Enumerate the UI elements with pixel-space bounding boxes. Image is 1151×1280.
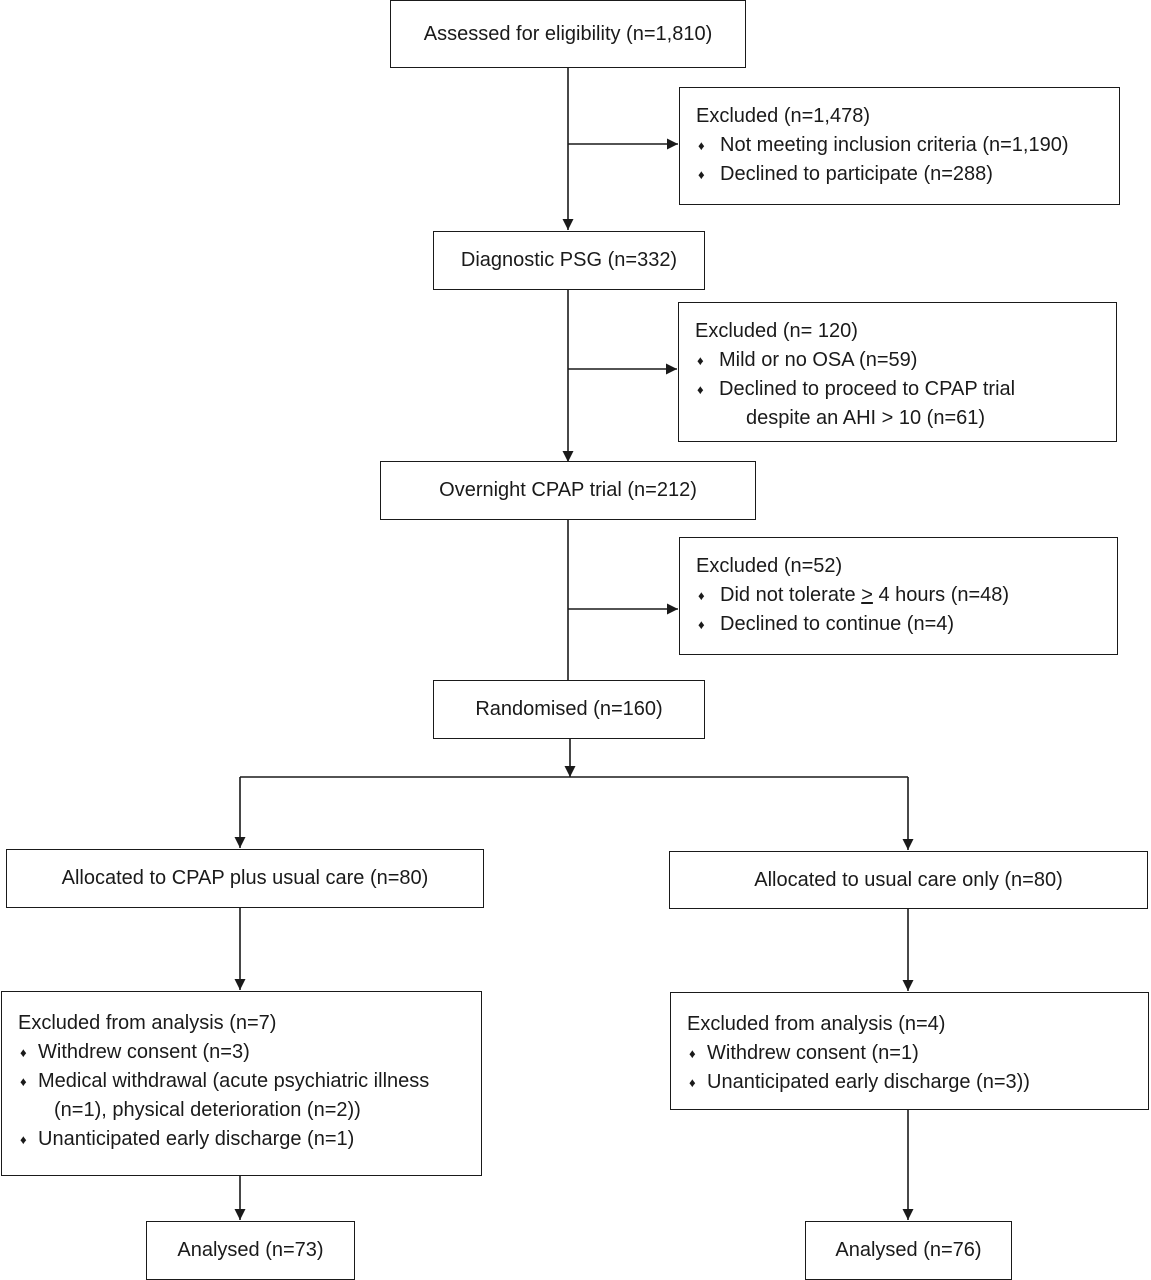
excluded2-title: Excluded (n= 120) [695, 320, 858, 342]
excluded3-item1-pre: Did not tolerate [720, 584, 862, 606]
left-allocated-box: Allocated to CPAP plus usual care (n=80) [6, 849, 484, 908]
excluded3-item: Declined to continue (n=4) [696, 610, 1117, 639]
psg-label: Diagnostic PSG (n=332) [460, 249, 678, 271]
excluded3-box: Excluded (n=52) Did not tolerate > 4 hou… [679, 537, 1118, 655]
greater-equal-symbol: > [861, 584, 873, 606]
excluded2-box: Excluded (n= 120) Mild or no OSA (n=59) … [678, 302, 1117, 442]
right-excluded-item: Unanticipated early discharge (n=3)) [687, 1068, 1148, 1097]
randomised-label: Randomised (n=160) [475, 698, 663, 720]
left-analysed-box: Analysed (n=73) [146, 1221, 355, 1280]
right-analysed-box: Analysed (n=76) [805, 1221, 1012, 1280]
cpap-trial-box: Overnight CPAP trial (n=212) [380, 461, 756, 520]
left-allocated-label: Allocated to CPAP plus usual care (n=80) [61, 867, 429, 889]
cpap-trial-label: Overnight CPAP trial (n=212) [439, 479, 697, 501]
excluded1-item: Declined to participate (n=288) [696, 160, 1119, 189]
excluded3-item1-post: 4 hours (n=48) [872, 584, 1010, 606]
right-analysed-label: Analysed (n=76) [835, 1239, 982, 1261]
psg-box: Diagnostic PSG (n=332) [433, 231, 705, 290]
left-excluded-box: Excluded from analysis (n=7) Withdrew co… [1, 991, 482, 1176]
left-excluded-title: Excluded from analysis (n=7) [18, 1012, 277, 1034]
excluded3-title: Excluded (n=52) [696, 555, 843, 577]
excluded2-item: Declined to proceed to CPAP trial [695, 375, 1116, 404]
assessed-label: Assessed for eligibility (n=1,810) [423, 22, 713, 45]
right-allocated-label: Allocated to usual care only (n=80) [754, 868, 1063, 891]
excluded2-continuation: despite an AHI > 10 (n=61) [746, 407, 986, 429]
excluded1-item: Not meeting inclusion criteria (n=1,190) [696, 131, 1119, 160]
left-excluded-item: Unanticipated early discharge (n=1) [18, 1125, 481, 1154]
excluded1-title: Excluded (n=1,478) [696, 105, 871, 127]
left-analysed-label: Analysed (n=73) [177, 1239, 324, 1261]
right-excluded-item: Withdrew consent (n=1) [687, 1039, 1148, 1068]
excluded1-box: Excluded (n=1,478) Not meeting inclusion… [679, 87, 1120, 205]
left-excluded-item: Medical withdrawal (acute psychiatric il… [18, 1067, 481, 1096]
right-excluded-title: Excluded from analysis (n=4) [687, 1013, 946, 1035]
right-allocated-box: Allocated to usual care only (n=80) [669, 851, 1148, 909]
assessed-box: Assessed for eligibility (n=1,810) [390, 0, 746, 68]
randomised-box: Randomised (n=160) [433, 680, 705, 739]
left-excluded-item: Withdrew consent (n=3) [18, 1038, 481, 1067]
right-excluded-box: Excluded from analysis (n=4) Withdrew co… [670, 992, 1149, 1110]
left-excluded-continuation: (n=1), physical deterioration (n=2)) [54, 1099, 361, 1121]
excluded3-item: Did not tolerate > 4 hours (n=48) [696, 581, 1117, 610]
excluded2-item: Mild or no OSA (n=59) [695, 346, 1116, 375]
